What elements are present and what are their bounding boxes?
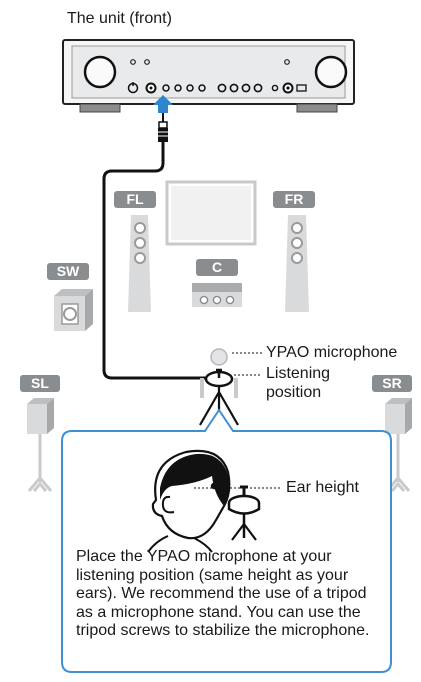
tv-screen (165, 180, 257, 246)
person-head-illustration (147, 449, 231, 553)
ear-height-label: Ear height (286, 479, 359, 496)
microphone-cable (102, 142, 220, 380)
av-receiver-unit (62, 39, 355, 113)
speaker-surround-left: SL (20, 375, 60, 492)
speaker-subwoofer: SW (47, 263, 93, 331)
listening-position-label: Listening position (266, 365, 331, 401)
speaker-label-c: C (212, 259, 222, 275)
callout-box (61, 408, 392, 673)
speaker-label-sr: SR (382, 375, 401, 391)
speaker-center: C (192, 259, 242, 307)
ypao-microphone-on-tripod (199, 368, 239, 426)
speaker-label-fl: FL (126, 191, 144, 207)
ypao-microphone-label: YPAO microphone (266, 344, 398, 361)
speaker-label-sl: SL (31, 375, 49, 391)
microphone-plug (158, 113, 168, 142)
speaker-front-right: FR (273, 191, 315, 312)
speaker-front-left: FL (114, 191, 156, 312)
unit-front-title: The unit (front) (67, 10, 172, 27)
listening-position-marker (200, 348, 238, 398)
speaker-label-fr: FR (285, 191, 304, 207)
speaker-surround-right: SR (372, 375, 412, 492)
instruction-text: Place the YPAO microphone at your listen… (76, 548, 370, 639)
connection-arrow-icon (153, 95, 173, 113)
microphone-closeup (227, 485, 261, 541)
speaker-label-sw: SW (57, 263, 80, 279)
